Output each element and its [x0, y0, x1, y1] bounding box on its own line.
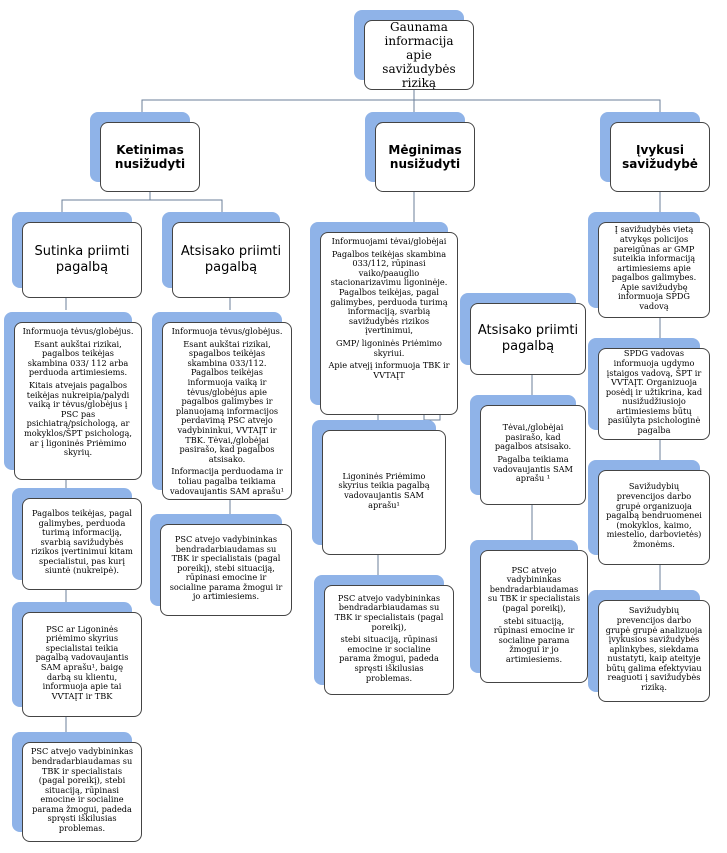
sutinka-step-1-text-1: Informuoja tėvus/globėjus.	[22, 326, 134, 336]
meginimas-first-text-1: Informuojami tėvai/globėjai	[331, 236, 447, 246]
ivykusi-step-1: Į savižudybės vietą atvykęs policijos pa…	[588, 212, 710, 318]
branch-ivykusi: Įvykusi savižudybė	[600, 112, 710, 192]
meginimas-ligonine-next-text-1: PSC atvejo vadybininkas bendradarbiaudam…	[334, 592, 444, 632]
meginimas-ligonine-node: Ligoninės Priėmimo skyrius teikia pagalb…	[312, 420, 446, 555]
ivykusi-step-2-text: SPDG vadovas informuoja ugdymo įstaigos …	[605, 348, 703, 436]
meginimas-atsisako-label: Atsisako priimti pagalbą	[477, 323, 579, 354]
ivykusi-step-4-text: Savižudybių prevencijos darbo grupė grup…	[605, 605, 703, 693]
meginimas-ligonine-text: Ligoninės Priėmimo skyrius teikia pagalb…	[338, 470, 430, 510]
atsisako-step-2-text: PSC atvejo vadybininkas bendradarbiaudam…	[169, 533, 283, 602]
atsisako-step-1-text-1: Informuoja tėvus/globėjus.	[171, 326, 283, 336]
sutinka-step-4: PSC atvejo vadybininkas bendradarbiaudam…	[12, 732, 142, 842]
sutinka-step-3: PSC ar Ligoninės priėmimo skyrius specia…	[12, 602, 142, 717]
sutinka-step-2: Pagalbos teikėjas, pagal galimybes, perd…	[12, 488, 142, 590]
ketinimas-sutinka-node: Sutinka priimti pagalbą	[12, 212, 142, 298]
branch-meginimas: Mėginimas nusižudyti	[365, 112, 475, 192]
ivykusi-step-2: SPDG vadovas informuoja ugdymo įstaigos …	[588, 338, 710, 440]
meginimas-atsisako-step-2: PSC atvejo vadybininkas bendradarbiaudam…	[470, 540, 588, 683]
branch-ivykusi-label: Įvykusi savižudybė	[622, 143, 698, 171]
sutinka-step-2-text: Pagalbos teikėjas, pagal galimybes, perd…	[31, 507, 133, 576]
ketinimas-atsisako-node: Atsisako priimti pagalbą	[162, 212, 290, 298]
ivykusi-step-1-text: Į savižudybės vietą atvykęs policijos pa…	[611, 224, 697, 312]
ivykusi-step-3: Savižudybių prevencijos darbo grupė orga…	[588, 460, 710, 565]
sutinka-step-1: Informuoja tėvus/globėjus. Esant aukštai…	[4, 312, 142, 480]
ivykusi-step-3-text: Savižudybių prevencijos darbo grupė orga…	[606, 481, 702, 549]
meginimas-atsisako-node: Atsisako priimti pagalbą	[460, 293, 586, 375]
root-label: Gaunama informacija apie savižudybės riz…	[382, 20, 456, 90]
sutinka-step-1-text-2: Esant aukštai rizikai, pagalbos teikėjas…	[27, 338, 129, 378]
ketinimas-sutinka-label: Sutinka priimti pagalbą	[34, 244, 130, 275]
meginimas-atsisako-step-1-text-1: Tėvai,/globėjai pasirašo, kad pagalbos a…	[494, 422, 572, 452]
branch-meginimas-label: Mėginimas nusižudyti	[388, 143, 462, 171]
atsisako-step-2: PSC atvejo vadybininkas bendradarbiaudam…	[150, 514, 292, 616]
root-node: Gaunama informacija apie savižudybės riz…	[354, 10, 474, 90]
meginimas-ligonine-next-text-2: stebi situaciją, rūpinasi emocine ir soc…	[339, 634, 439, 683]
meginimas-first-text-2: Pagalbos teikėjas skambina 033/112, rūpi…	[330, 248, 448, 336]
meginimas-atsisako-step-1: Tėvai,/globėjai pasirašo, kad pagalbos a…	[470, 395, 586, 505]
meginimas-atsisako-step-2-text-1: PSC atvejo vadybininkas bendradarbiaudam…	[487, 564, 581, 613]
ivykusi-step-4: Savižudybių prevencijos darbo grupė grup…	[588, 590, 710, 702]
meginimas-ligonine-next-node: PSC atvejo vadybininkas bendradarbiaudam…	[314, 575, 454, 695]
meginimas-atsisako-step-2-text-2: stebi situaciją, rūpinasi emocine ir soc…	[493, 615, 575, 664]
atsisako-step-1-text-3: Informacija perduodama ir toliau pagalba…	[169, 466, 285, 496]
branch-ketinimas-label: Ketinimas nusižudyti	[114, 143, 186, 171]
branch-ketinimas: Ketinimas nusižudyti	[90, 112, 200, 192]
meginimas-first-text-4: Apie atvejį informuoja TBK ir VVTAĮT	[328, 360, 450, 380]
sutinka-step-4-text: PSC atvejo vadybininkas bendradarbiaudam…	[30, 746, 134, 834]
ketinimas-atsisako-label: Atsisako priimti pagalbą	[180, 244, 282, 275]
meginimas-atsisako-step-1-text-2: Pagalba teikiama vadovaujantis SAM apraš…	[493, 454, 573, 484]
meginimas-first-text-3: GMP/ ligoninės Priėmimo skyriui.	[336, 337, 442, 358]
sutinka-step-3-text: PSC ar Ligoninės priėmimo skyrius specia…	[35, 623, 129, 701]
atsisako-step-1: Informuoja tėvus/globėjus. Esant aukštai…	[152, 312, 292, 500]
atsisako-step-1-text-2: Esant aukštai rizikai, spagalbos teikėja…	[175, 338, 279, 464]
meginimas-first-node: Informuojami tėvai/globėjai Pagalbos tei…	[310, 222, 458, 415]
sutinka-step-1-text-3: Kitais atvejais pagalbos teikėjas nukrei…	[23, 379, 133, 458]
